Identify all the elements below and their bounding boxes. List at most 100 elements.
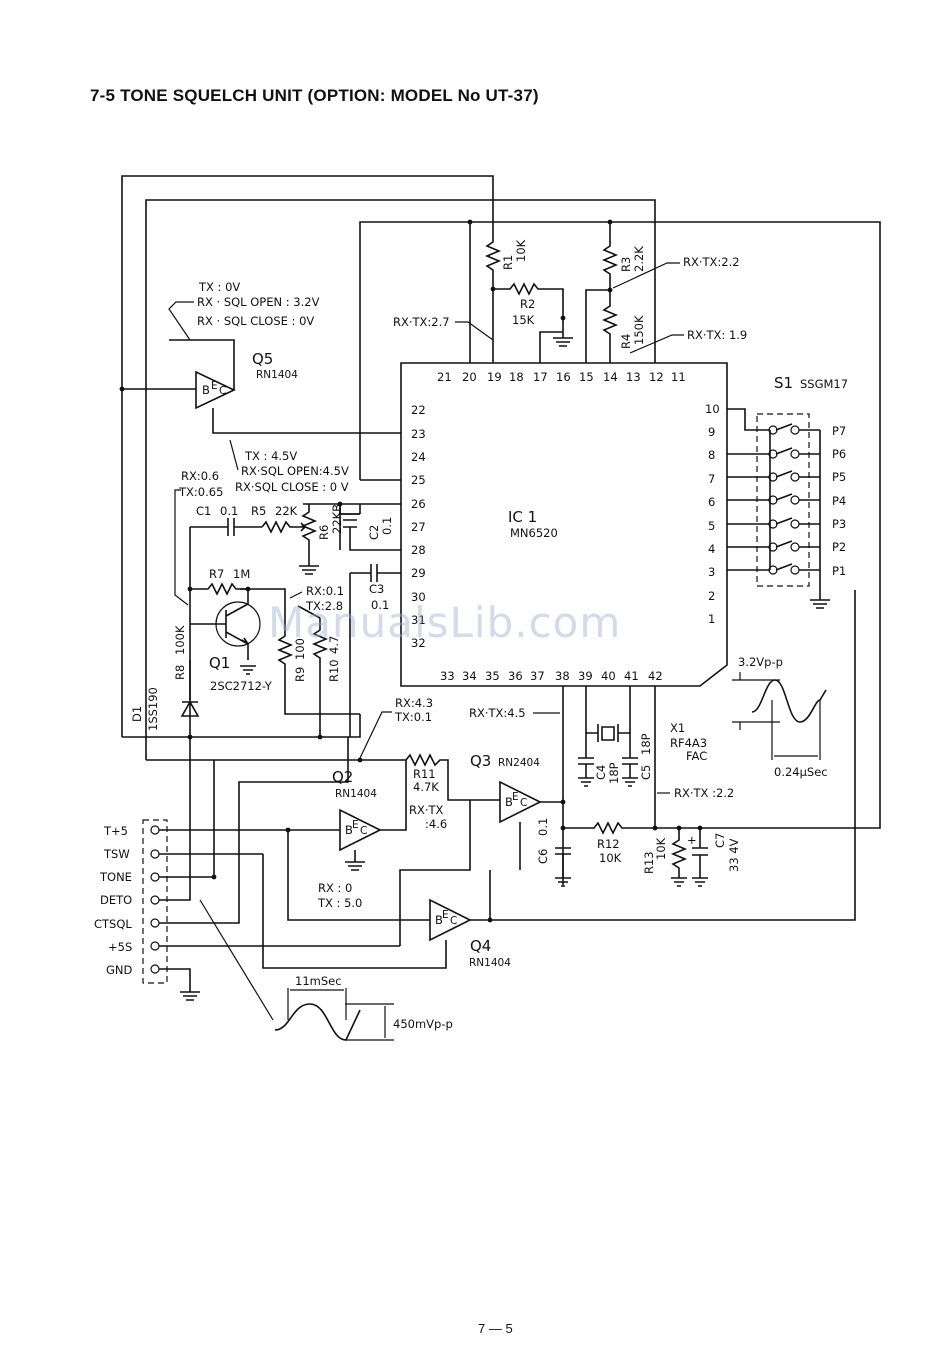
connector: T+5 TSW TONE DETO CTSQL +5S GND — [94, 737, 400, 1001]
s1-position: P4 — [832, 494, 846, 508]
r13-ref: R13 — [642, 851, 656, 874]
r5-value: 22K — [275, 504, 298, 518]
osc-period: 0.24μSec — [774, 765, 828, 779]
r3-ref: R3 — [619, 257, 633, 272]
conn-label: T+5 — [103, 824, 128, 838]
c4-ref: C4 — [594, 765, 608, 780]
q4-voltage-rx: RX : 0 — [318, 881, 352, 895]
ic1-pin: 16 — [556, 370, 571, 384]
ic1-pin: 24 — [411, 450, 426, 464]
ic1-pin: 10 — [705, 402, 720, 416]
q5-e: E — [211, 380, 218, 392]
r13-value: 10K — [654, 837, 668, 860]
ic1-pin: 36 — [508, 669, 523, 683]
q5-ref: Q5 — [252, 350, 273, 368]
r11-ref: R11 — [413, 767, 436, 781]
r2: R2 15K — [493, 282, 573, 363]
ic1-pin: 27 — [411, 520, 426, 534]
pin19-voltage: RX·TX:2.7 — [393, 315, 450, 329]
ic1: IC 1 MN6520 21 20 19 18 17 16 15 14 13 1… — [400, 362, 728, 687]
q1-base-voltage-tx: TX:0.65 — [178, 485, 223, 499]
ic1-pin: 31 — [411, 613, 426, 627]
c7-ref: C7 — [713, 833, 727, 848]
q5-voltage-rx-open: RX · SQL OPEN : 3.2V — [197, 295, 320, 309]
c2-ref: C2 — [367, 525, 381, 540]
r9-ref: R9 — [293, 667, 307, 682]
output-filter: R12 10K C6 0.1 R13 10K + C7 33 4V — [536, 818, 741, 887]
ic1-pin: 25 — [411, 473, 426, 487]
ic1-pin: 28 — [411, 543, 426, 557]
q2: B E C Q2 RN1404 — [285, 760, 407, 871]
ic1-pin: 20 — [462, 370, 477, 384]
s1-position: P1 — [832, 564, 846, 578]
q2-e: E — [352, 819, 359, 831]
ic1-pin: 17 — [533, 370, 548, 384]
r12-ref: R12 — [597, 837, 620, 851]
c1-ref: C1 — [196, 504, 211, 518]
r2-ref: R2 — [520, 297, 535, 311]
r8-ref: R8 — [173, 665, 187, 680]
conn-label: TONE — [99, 870, 132, 884]
q4: B E C Q4 RN1404 RX : 0 TX : 5.0 — [262, 590, 856, 969]
q4-e: E — [442, 909, 449, 921]
r6-ref: R6 — [317, 525, 331, 540]
r7-ref: R7 — [209, 567, 224, 581]
c4-value: 18P — [607, 762, 621, 784]
osc-amplitude: 3.2Vp-p — [738, 655, 783, 669]
q2-voltage-rx: RX:4.3 — [395, 696, 433, 710]
r12-value: 10K — [599, 851, 622, 865]
conn-label: TSW — [103, 847, 130, 861]
ic1-pin: 5 — [708, 519, 715, 533]
pin25-voltage-tx: TX : 4.5V — [244, 449, 297, 463]
q3: B E C Q3 RN2404 RX·TX :4.6 — [399, 752, 566, 946]
r1-ref: R1 — [501, 255, 515, 270]
s1-part: SSGM17 — [800, 377, 848, 391]
ic1-pin: 1 — [708, 612, 715, 626]
q2-b: B — [345, 823, 353, 837]
r4: R4 150K — [601, 290, 646, 363]
r1-value: 10K — [514, 239, 528, 262]
q1-base-voltage-rx: RX:0.6 — [181, 469, 219, 483]
ic1-pin: 9 — [708, 425, 715, 439]
ic1-pin: 29 — [411, 566, 426, 580]
q4-voltage-tx: TX : 5.0 — [317, 896, 362, 910]
tone-amplitude: 450mVp-p — [393, 1017, 453, 1031]
r4-ref: R4 — [619, 334, 633, 349]
ic1-pin: 13 — [626, 370, 641, 384]
ic1-pin: 14 — [603, 370, 618, 384]
r2-value: 15K — [512, 313, 535, 327]
q5: B E C Q5 RN1404 — [169, 339, 298, 410]
ic1-pin: 38 — [555, 669, 570, 683]
q5-b: B — [202, 383, 210, 397]
ic1-pin: 30 — [411, 590, 426, 604]
ic1-pin: 23 — [411, 427, 426, 441]
q4-ref: Q4 — [470, 937, 491, 955]
conn-label: +5S — [108, 940, 132, 954]
q2-c: C — [360, 825, 367, 837]
ic1-pin: 41 — [624, 669, 639, 683]
s1-ref: S1 — [774, 374, 793, 392]
c6-value: 0.1 — [536, 818, 550, 836]
x1-part: RF4A3 — [670, 736, 707, 750]
r10-ref: R10 — [327, 659, 341, 682]
ic1-pin: 7 — [708, 472, 715, 486]
ic1-pin: 4 — [708, 542, 715, 556]
tone-period: 11mSec — [295, 974, 342, 988]
q2-voltage-tx: TX:0.1 — [394, 710, 432, 724]
oscillator-waveform: 3.2Vp-p 0.24μSec — [732, 655, 828, 779]
q5-c: C — [219, 385, 226, 397]
r6-value: 22KB — [330, 504, 344, 534]
s1-position: P6 — [832, 447, 846, 461]
c6-ref: C6 — [536, 849, 550, 864]
ic1-pin: 26 — [411, 497, 426, 511]
q3-voltage-2: :4.6 — [425, 817, 447, 831]
q4-c: C — [450, 915, 457, 927]
q3-b: B — [505, 795, 513, 809]
q1-ref: Q1 — [209, 654, 230, 672]
ic1-pin: 8 — [708, 448, 715, 462]
r11-value: 4.7K — [413, 780, 439, 794]
s1-position: P7 — [832, 424, 846, 438]
c3-value: 0.1 — [371, 598, 389, 612]
q2-ref: Q2 — [332, 768, 353, 786]
